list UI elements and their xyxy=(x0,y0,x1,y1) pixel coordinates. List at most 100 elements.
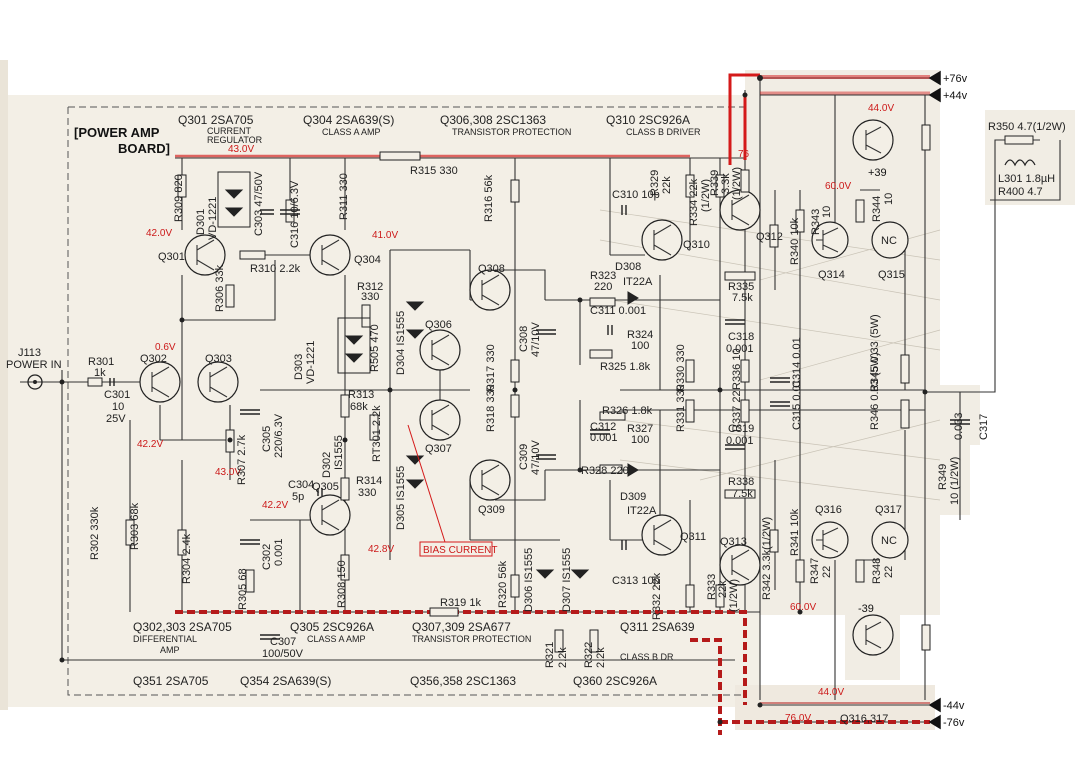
svg-text:Q304: Q304 xyxy=(354,254,381,266)
rail-label-neg76: -76v xyxy=(943,717,965,729)
svg-text:D301: D301 xyxy=(195,209,207,235)
svg-text:C309: C309 xyxy=(518,444,530,470)
header-q307-309: Q307,309 2SA677 xyxy=(412,620,511,634)
svg-text:C317: C317 xyxy=(978,414,990,440)
svg-text:VD-1221: VD-1221 xyxy=(305,341,317,384)
input-label: POWER IN xyxy=(6,359,62,371)
voltage-label: 60.0V xyxy=(825,181,851,192)
component-labels-vertical: R309 820 D301 VD-1221 C303 47/50V C316 1… xyxy=(89,167,990,668)
svg-text:D304 IS1555: D304 IS1555 xyxy=(395,311,407,375)
svg-text:Q307: Q307 xyxy=(425,443,452,455)
svg-text:C308: C308 xyxy=(518,326,530,352)
bias-current-pointer xyxy=(407,424,446,543)
header-class-b-dr: CLASS B DR xyxy=(620,652,674,662)
transistor-labels: Q301 Q302 Q303 Q304 Q305 Q306 Q307 Q308 … xyxy=(140,231,905,548)
svg-text:R334 22k: R334 22k xyxy=(688,178,700,226)
svg-text:7.5k: 7.5k xyxy=(732,488,753,500)
svg-text:R338: R338 xyxy=(728,476,754,488)
svg-text:D308: D308 xyxy=(615,261,641,273)
svg-text:R315 330: R315 330 xyxy=(410,165,458,177)
header-q351: Q351 2SA705 xyxy=(133,674,209,688)
highlight-neg-feed xyxy=(690,638,722,735)
svg-text:2.2k: 2.2k xyxy=(595,647,607,668)
rail-terminals xyxy=(928,70,941,730)
paper-strip-left xyxy=(0,60,8,710)
svg-text:R346 0.33 (5W): R346 0.33 (5W) xyxy=(869,352,881,430)
svg-text:1k: 1k xyxy=(94,367,106,379)
svg-text:R304 2.4k: R304 2.4k xyxy=(181,533,193,584)
transistor-leads xyxy=(151,126,882,649)
voltage-label: 60.0V xyxy=(790,602,816,613)
svg-text:5p: 5p xyxy=(292,491,304,503)
header-q354: Q354 2SA639(S) xyxy=(240,674,331,688)
svg-text:RT301 2.2k: RT301 2.2k xyxy=(371,405,383,462)
svg-text:R348: R348 xyxy=(871,558,883,584)
header-transistor-protection-top: TRANSISTOR PROTECTION xyxy=(452,127,571,137)
svg-text:(1/2W): (1/2W) xyxy=(700,179,712,212)
svg-text:R312: R312 xyxy=(357,281,383,293)
svg-text:R337 22: R337 22 xyxy=(731,390,743,432)
svg-text:R328 220: R328 220 xyxy=(581,465,629,477)
voltage-label: 76 xyxy=(738,149,750,160)
svg-text:Q302: Q302 xyxy=(140,353,167,365)
paper-background-right xyxy=(745,70,940,615)
svg-text:Q317: Q317 xyxy=(875,504,902,516)
svg-text:Q306: Q306 xyxy=(425,319,452,331)
svg-text:R400 4.7: R400 4.7 xyxy=(998,186,1043,198)
bias-current-box xyxy=(419,541,493,557)
svg-text:0.033: 0.033 xyxy=(953,412,965,440)
svg-text:C303 47/50V: C303 47/50V xyxy=(253,171,265,236)
svg-text:R332 22k: R332 22k xyxy=(651,572,663,620)
svg-text:10 (1/2W): 10 (1/2W) xyxy=(949,457,961,505)
svg-text:R343: R343 xyxy=(810,209,822,235)
svg-text:R333: R333 xyxy=(706,574,718,600)
header-q301: Q301 2SA705 xyxy=(178,113,254,127)
svg-text:22k: 22k xyxy=(661,176,673,194)
header-differential: DIFFERENTIAL xyxy=(133,634,197,644)
svg-text:68k: 68k xyxy=(350,401,368,413)
svg-text:Q301: Q301 xyxy=(158,251,185,263)
input-jack-label: J113 xyxy=(18,347,41,359)
svg-text:Q310: Q310 xyxy=(683,239,710,251)
svg-text:C312: C312 xyxy=(590,421,616,433)
header-q360: Q360 2SC926A xyxy=(573,674,657,688)
svg-text:10: 10 xyxy=(883,193,895,205)
svg-text:R321: R321 xyxy=(544,642,556,668)
svg-text:R336 10: R336 10 xyxy=(731,348,743,390)
svg-text:R314: R314 xyxy=(356,475,382,487)
rail-label-neg39: -39 xyxy=(858,603,874,615)
svg-text:R317 330: R317 330 xyxy=(485,344,497,392)
svg-text:D303: D303 xyxy=(293,354,305,380)
nc-label-q317: NC xyxy=(881,535,897,547)
svg-text:C316 10/6.3V: C316 10/6.3V xyxy=(289,180,301,248)
svg-text:D305 IS1555: D305 IS1555 xyxy=(395,466,407,530)
svg-text:D309: D309 xyxy=(620,491,646,503)
svg-text:25V: 25V xyxy=(106,413,126,425)
highlight-pos76 xyxy=(728,73,760,165)
voltage-label: 43.0V xyxy=(215,467,241,478)
svg-text:IT22A: IT22A xyxy=(623,276,653,288)
nc-label-q315: NC xyxy=(881,235,897,247)
svg-text:R310 2.2k: R310 2.2k xyxy=(250,263,301,275)
svg-text:L301 1.8µH: L301 1.8µH xyxy=(998,173,1055,185)
voltage-label: 41.0V xyxy=(372,230,398,241)
inset-r349-box xyxy=(935,445,970,515)
inset-c317-box xyxy=(935,385,980,445)
svg-text:0.001: 0.001 xyxy=(590,432,618,444)
svg-text:100/50V: 100/50V xyxy=(262,648,304,660)
rail-label-pos76: +76v xyxy=(943,73,968,85)
board-title-line1: [POWER AMP xyxy=(74,125,160,140)
svg-text:Q313: Q313 xyxy=(720,536,747,548)
svg-text:R308 150: R308 150 xyxy=(336,560,348,608)
svg-text:330: 330 xyxy=(361,291,379,303)
svg-text:C301: C301 xyxy=(104,389,130,401)
svg-text:R322: R322 xyxy=(583,642,595,668)
header-regulator: REGULATOR xyxy=(207,135,263,145)
svg-text:R319 1k: R319 1k xyxy=(440,597,481,609)
svg-text:R345 0.33 (5W): R345 0.33 (5W) xyxy=(869,314,881,392)
header-q302-303: Q302,303 2SA705 xyxy=(133,620,232,634)
input-jack-center xyxy=(33,380,37,384)
svg-text:D306 IS1555: D306 IS1555 xyxy=(523,548,535,612)
svg-text:R306 33k: R306 33k xyxy=(214,264,226,312)
svg-text:R340 10k: R340 10k xyxy=(789,217,801,265)
